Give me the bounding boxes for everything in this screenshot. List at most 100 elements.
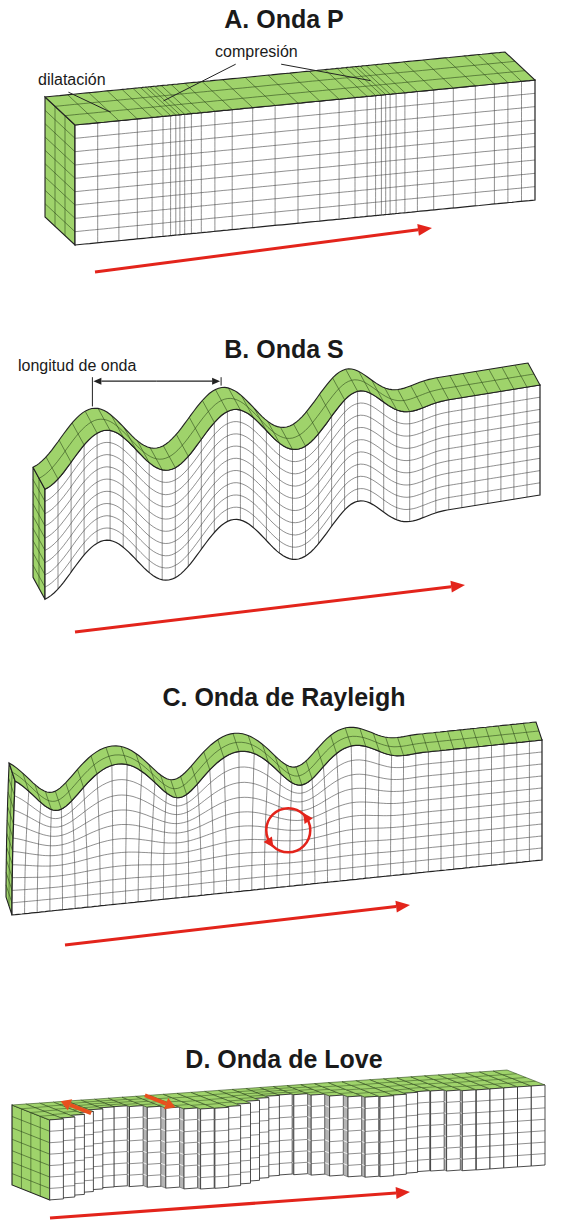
grid-line [490,1145,504,1147]
grid-line [31,1111,45,1113]
grid-line [325,1151,330,1153]
grid-line [264,1088,278,1090]
grid-line [393,1128,407,1130]
grid-line [225,1092,239,1094]
grid-line [35,1106,49,1108]
grid-line [504,1155,518,1157]
grid-line [52,1113,66,1115]
grid-line [184,114,185,234]
grid-line [362,1142,365,1143]
grid-line [126,765,128,904]
grid-line [343,1106,348,1108]
grid-line [256,1091,270,1093]
grid-line [362,1153,365,1154]
grid-line [393,1105,407,1107]
grid-line [269,1090,283,1092]
grid-line [114,1162,128,1164]
side-face [308,1094,312,1175]
motion-arrow [70,1105,91,1113]
grid-line [187,794,189,896]
grid-line [311,1128,325,1130]
grid-line [75,173,535,218]
front-face [294,1094,308,1175]
grid-line [114,1151,128,1153]
grid-line [161,1163,166,1165]
grid-line [215,1175,229,1177]
grid-line [499,1078,513,1080]
grid-line [293,1086,307,1088]
grid-line [201,1153,215,1155]
grid-line [180,1141,184,1143]
grid-line [176,798,178,898]
grid-line [63,1111,77,1113]
leader-lines [68,64,370,112]
grid-line [531,1130,545,1132]
grid-line [251,1089,265,1091]
grid-line [143,1174,147,1176]
grid-line [531,1096,545,1098]
grid-line [143,1128,147,1130]
grid-line [348,1164,362,1166]
grid-line [184,1165,198,1167]
grid-line [380,1152,394,1154]
direction-arrow [75,587,451,632]
front-outline [45,385,540,599]
grid-line [184,1153,198,1155]
grid-line [214,422,215,532]
grid-line [343,1141,348,1143]
grid-line [294,1116,308,1118]
grid-line [141,1103,155,1105]
grid-line [196,1099,210,1101]
grid-line [312,779,315,884]
grid-line [294,1162,308,1164]
grid-line [429,1082,443,1084]
dimension-arrow-head [212,378,220,385]
grid-line [308,1162,312,1163]
front-face [279,1094,293,1175]
grid-line [50,1130,64,1132]
grid-line [457,1081,471,1083]
grid-line [423,60,453,88]
grid-line [223,80,253,108]
grid-line [224,758,227,893]
grid-line [184,1130,198,1132]
grid-line [476,1146,490,1148]
grid-line [443,1082,457,1084]
grid-line [393,1117,407,1119]
grid-line [393,1151,407,1153]
grid-line [414,1083,428,1085]
side-face [198,1108,201,1189]
grid-line [114,1140,128,1142]
top-face [177,1092,229,1108]
grid-line [435,403,436,513]
wave-heading: C. Onda de Rayleigh [0,682,568,712]
grid-line [323,1085,337,1087]
grid-line [416,1113,430,1115]
grid-line [438,1086,452,1088]
wavelength-marker [92,377,221,406]
grid-line [447,1147,461,1149]
grid-line [365,1083,379,1085]
grid-line [175,1104,189,1106]
grid-line [504,1144,518,1146]
grid-line [39,374,534,478]
front-face [348,1096,362,1177]
grid-line [232,110,233,230]
grid-line [95,1104,109,1106]
grid-line [311,1162,325,1164]
s-wave-block [33,363,540,599]
p-wave-block [45,52,535,245]
grid-line [184,1176,198,1178]
grid-line [476,1157,490,1159]
grid-line [249,1095,263,1097]
grid-line [45,204,75,232]
grid-line [191,114,192,234]
grid-line [366,66,396,94]
front-face [431,1090,445,1171]
grid-line [462,1135,476,1137]
grid-line [416,1136,430,1138]
grid-line [390,94,391,214]
leader-line [281,64,370,80]
grid-line [166,1141,180,1143]
